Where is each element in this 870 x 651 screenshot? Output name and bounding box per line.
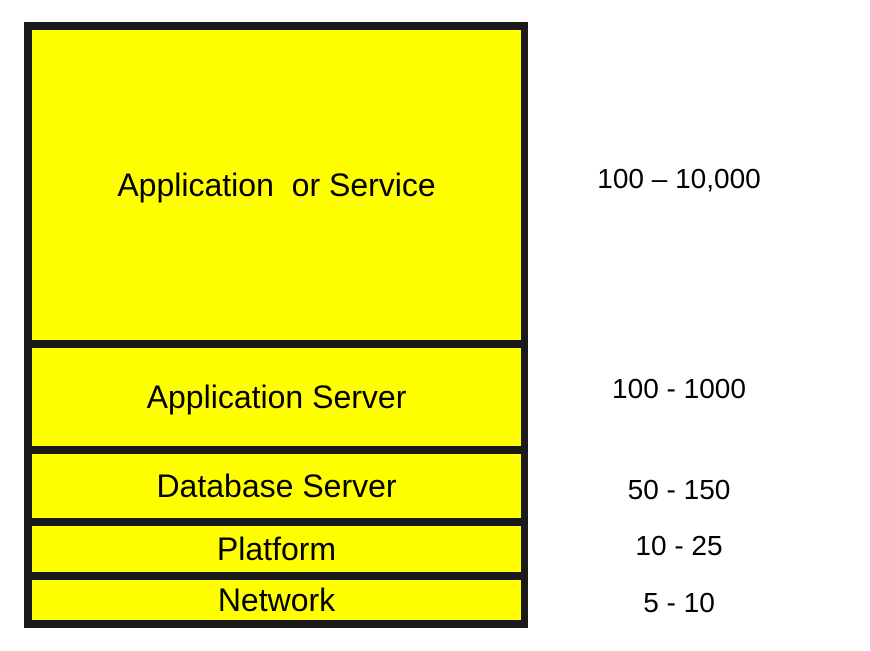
layer-application-or-service: Application or Service	[32, 30, 521, 340]
layer-label: Application or Service	[117, 166, 436, 203]
range-network: 5 - 10	[643, 587, 715, 618]
range-database-server: 50 - 150	[627, 474, 731, 505]
layer-application-server: Application Server	[32, 348, 521, 446]
range-application-server: 100 - 1000	[612, 373, 746, 404]
layer-network: Network	[32, 580, 521, 620]
layer-label: Network	[217, 581, 336, 618]
range-platform: 10 - 25	[635, 530, 723, 561]
layer-label: Database Server	[156, 467, 397, 504]
range-application-or-service: 100 – 10,000	[597, 163, 761, 194]
layer-stack: Application or Service Application Serve…	[24, 22, 528, 628]
layer-database-server: Database Server	[32, 454, 521, 518]
layer-platform: Platform	[32, 526, 521, 572]
layer-label: Application Server	[146, 378, 407, 415]
layer-label: Platform	[216, 530, 337, 567]
